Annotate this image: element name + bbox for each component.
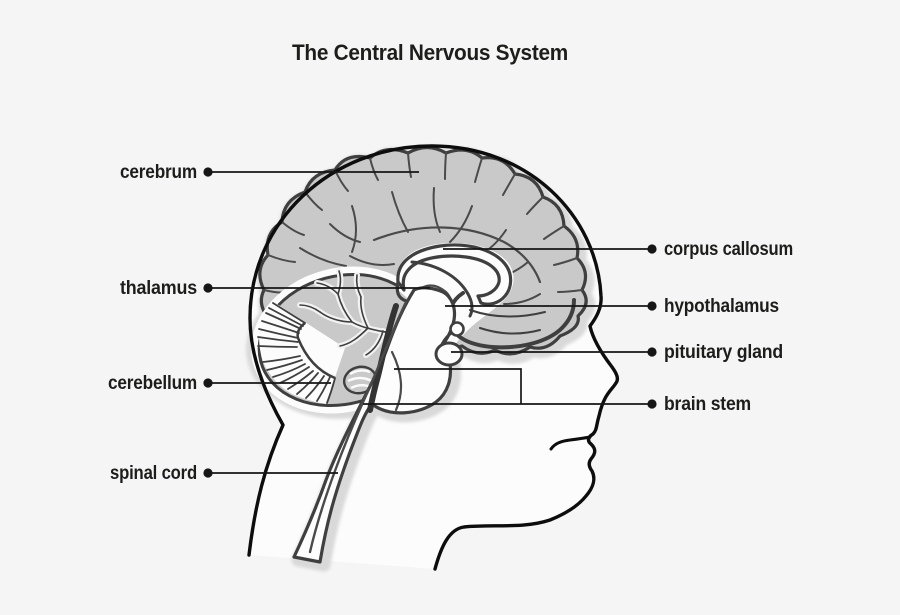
label-hypothalamus: hypothalamus bbox=[664, 296, 779, 317]
mouth-line bbox=[549, 435, 592, 451]
pituitary-gland-shape bbox=[434, 321, 465, 367]
cerebellum-arbor-vitae bbox=[297, 268, 403, 358]
label-cerebrum: cerebrum bbox=[120, 162, 197, 183]
leader-lines bbox=[208, 171, 650, 474]
cord-inner-line bbox=[308, 300, 408, 554]
label-corpus-callosum: corpus callosum bbox=[664, 239, 793, 260]
head-profile-outline bbox=[247, 144, 620, 571]
label-thalamus: thalamus bbox=[120, 278, 197, 299]
cerebellum-inner-boundary bbox=[296, 322, 336, 380]
diagram-title: The Central Nervous System bbox=[292, 40, 568, 65]
label-pituitary-gland: pituitary gland bbox=[664, 342, 783, 363]
cerebellar-peduncle-crease bbox=[367, 303, 399, 413]
mammillary-body bbox=[449, 321, 465, 337]
label-cerebellum: cerebellum bbox=[108, 373, 197, 394]
leader-bracket-brain-stem bbox=[394, 368, 522, 404]
label-spinal-cord: spinal cord bbox=[110, 463, 197, 484]
cerebellum-folia-lines bbox=[257, 302, 336, 404]
leader-dots bbox=[203, 167, 657, 478]
label-brain-stem: brain stem bbox=[664, 394, 751, 415]
pons-inner-line bbox=[390, 350, 402, 412]
